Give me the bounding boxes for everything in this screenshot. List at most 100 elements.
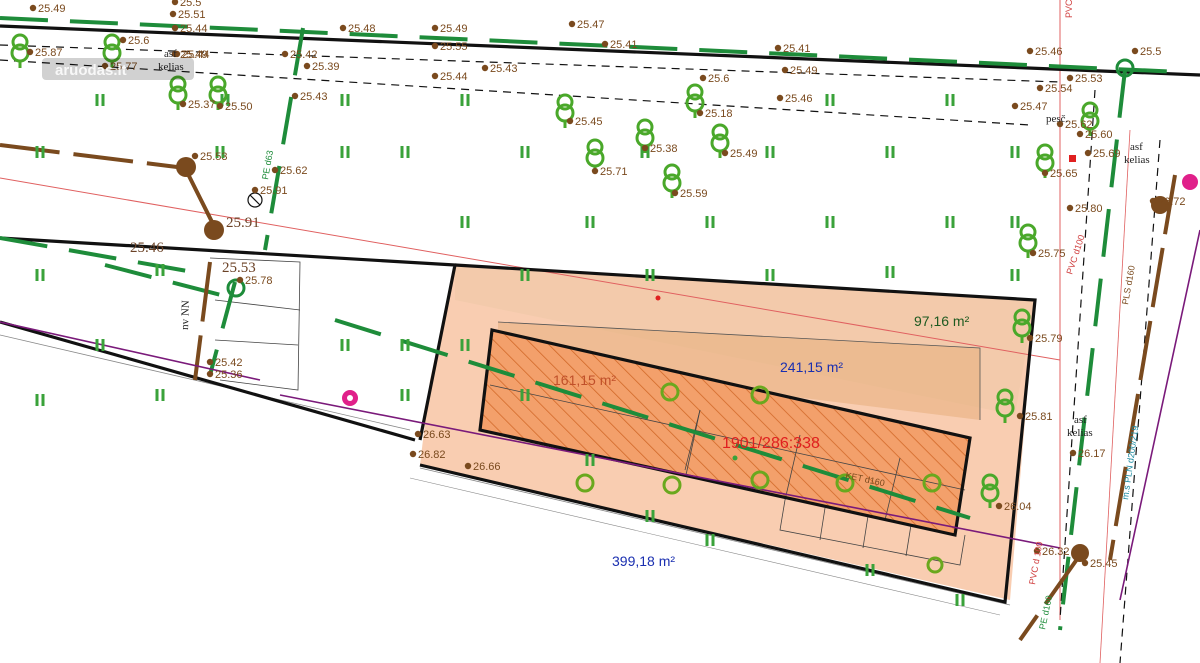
elevation-label: 25.80 <box>1075 203 1103 215</box>
road-label-nw-a: asf <box>164 48 177 60</box>
elevation-label: 25.62 <box>280 165 308 177</box>
elevation-point <box>119 36 127 44</box>
elevation-label: 26.04 <box>1004 501 1032 513</box>
large-elevation-1: 25.46 <box>130 240 164 256</box>
tree-icon <box>555 93 575 128</box>
elevation-point <box>281 50 289 58</box>
road-dashed-lines <box>0 44 1161 663</box>
elevation-label: 25.87 <box>35 47 63 59</box>
elevation-points <box>26 0 1157 567</box>
elevation-label: 25.47 <box>577 19 605 31</box>
shrub <box>662 475 682 495</box>
elevation-label: 25.44 <box>180 23 208 35</box>
electric-lines <box>0 229 1200 601</box>
elevation-point <box>721 149 729 157</box>
elevation-point <box>1131 47 1139 55</box>
large-elevation-2: 25.53 <box>222 260 256 276</box>
elevation-label: 25.49 <box>730 148 758 160</box>
elevation-point <box>1149 197 1157 205</box>
elevation-point <box>776 94 784 102</box>
elevation-label: 25.51 <box>178 9 206 21</box>
elevation-label: 25.60 <box>1085 129 1113 141</box>
elevation-label: 25.62 <box>1065 119 1093 131</box>
elevation-point <box>303 62 311 70</box>
elevation-label: 25.37 <box>188 99 216 111</box>
elevation-label: 25.41 <box>783 43 811 55</box>
elevation-label: 25.6 <box>708 73 729 85</box>
elevation-label: 25.50 <box>225 101 253 113</box>
room-line-4 <box>489 384 966 491</box>
tree-icon <box>1012 308 1032 343</box>
elevation-point <box>236 276 244 284</box>
sewer-pipe-nw <box>193 261 212 381</box>
water-pipe-lower <box>208 281 237 376</box>
shrub <box>660 382 680 402</box>
elevation-label: 25.77 <box>110 61 138 73</box>
elevation-label: 25.49 <box>790 65 818 77</box>
south-plot-edge-2 <box>409 477 1001 616</box>
elevation-label: 25.53 <box>1075 73 1103 85</box>
elevation-point <box>171 50 179 58</box>
elevation-point <box>26 48 34 56</box>
pipe-label-pvc-top: PVC <box>1064 0 1074 18</box>
parking-slots <box>779 499 966 566</box>
manholes <box>176 58 1198 562</box>
elevation-label: 25.45 <box>575 116 603 128</box>
elevation-label: 25.78 <box>245 275 273 287</box>
elevation-point <box>995 502 1003 510</box>
road-label-e-a: asf <box>1074 414 1087 426</box>
sewer-pipes <box>0 143 1177 642</box>
elevation-label: 25.46 <box>785 93 813 105</box>
electric-pole-center <box>347 395 353 401</box>
elevation-point <box>568 20 576 28</box>
tree-icon <box>102 33 122 68</box>
elevation-label: 25.53 <box>200 151 228 163</box>
elevation-label: 25.44 <box>440 71 468 83</box>
elevation-label: 25.54 <box>1045 83 1073 95</box>
tree-icon <box>995 388 1015 423</box>
road-dash-2 <box>0 59 1031 126</box>
trees <box>10 33 1100 508</box>
water-well <box>1115 58 1135 78</box>
room-line-3 <box>884 457 901 521</box>
grass-marks <box>35 94 1020 606</box>
elevation-label: 25.47 <box>1020 101 1048 113</box>
red-point <box>732 455 738 461</box>
elevation-label: 26.82 <box>418 449 446 461</box>
elevation-label: 25.79 <box>1035 333 1063 345</box>
elevation-point <box>216 102 224 110</box>
elevation-labels: 25.49 25.525.51 25.44 25.87 25.6 25.44 25.77 25… <box>35 0 1186 570</box>
red-survey-line-3 <box>1099 129 1131 663</box>
shrub <box>926 556 944 574</box>
elevation-point <box>641 144 649 152</box>
electric-line-east <box>1119 229 1200 601</box>
elevation-point <box>171 24 179 32</box>
elevation-label: 25.81 <box>1025 411 1053 423</box>
water-pipe-east <box>1058 69 1127 631</box>
elevation-point <box>1081 559 1089 567</box>
elevation-label: 25.36 <box>215 369 243 381</box>
elevation-label: 25.5 <box>180 0 201 9</box>
elevation-point <box>179 100 187 108</box>
road-dash-3 <box>1059 89 1096 621</box>
building-area-label: 161,15 m² <box>553 372 616 388</box>
watermark-badge <box>42 58 194 80</box>
elevation-label: 26.63 <box>423 429 451 441</box>
elevation-label: 25.49 <box>180 49 208 61</box>
elevation-point <box>1036 84 1044 92</box>
room-line-1 <box>685 409 701 476</box>
elevation-label: 25.49 <box>440 23 468 35</box>
red-marker <box>1069 155 1076 162</box>
elevation-label: 25.65 <box>1050 168 1078 180</box>
elevation-point <box>781 66 789 74</box>
south-plot-edge <box>419 467 1011 606</box>
elevation-label: 25.43 <box>490 63 518 75</box>
elevation-label: 25.43 <box>300 91 328 103</box>
shrub <box>835 473 855 493</box>
sewer-manhole <box>1071 544 1089 562</box>
tree-icon <box>10 33 30 68</box>
road-dash-4 <box>1119 139 1161 663</box>
elevation-label: 26.66 <box>473 461 501 473</box>
electric-line-west <box>0 321 261 381</box>
